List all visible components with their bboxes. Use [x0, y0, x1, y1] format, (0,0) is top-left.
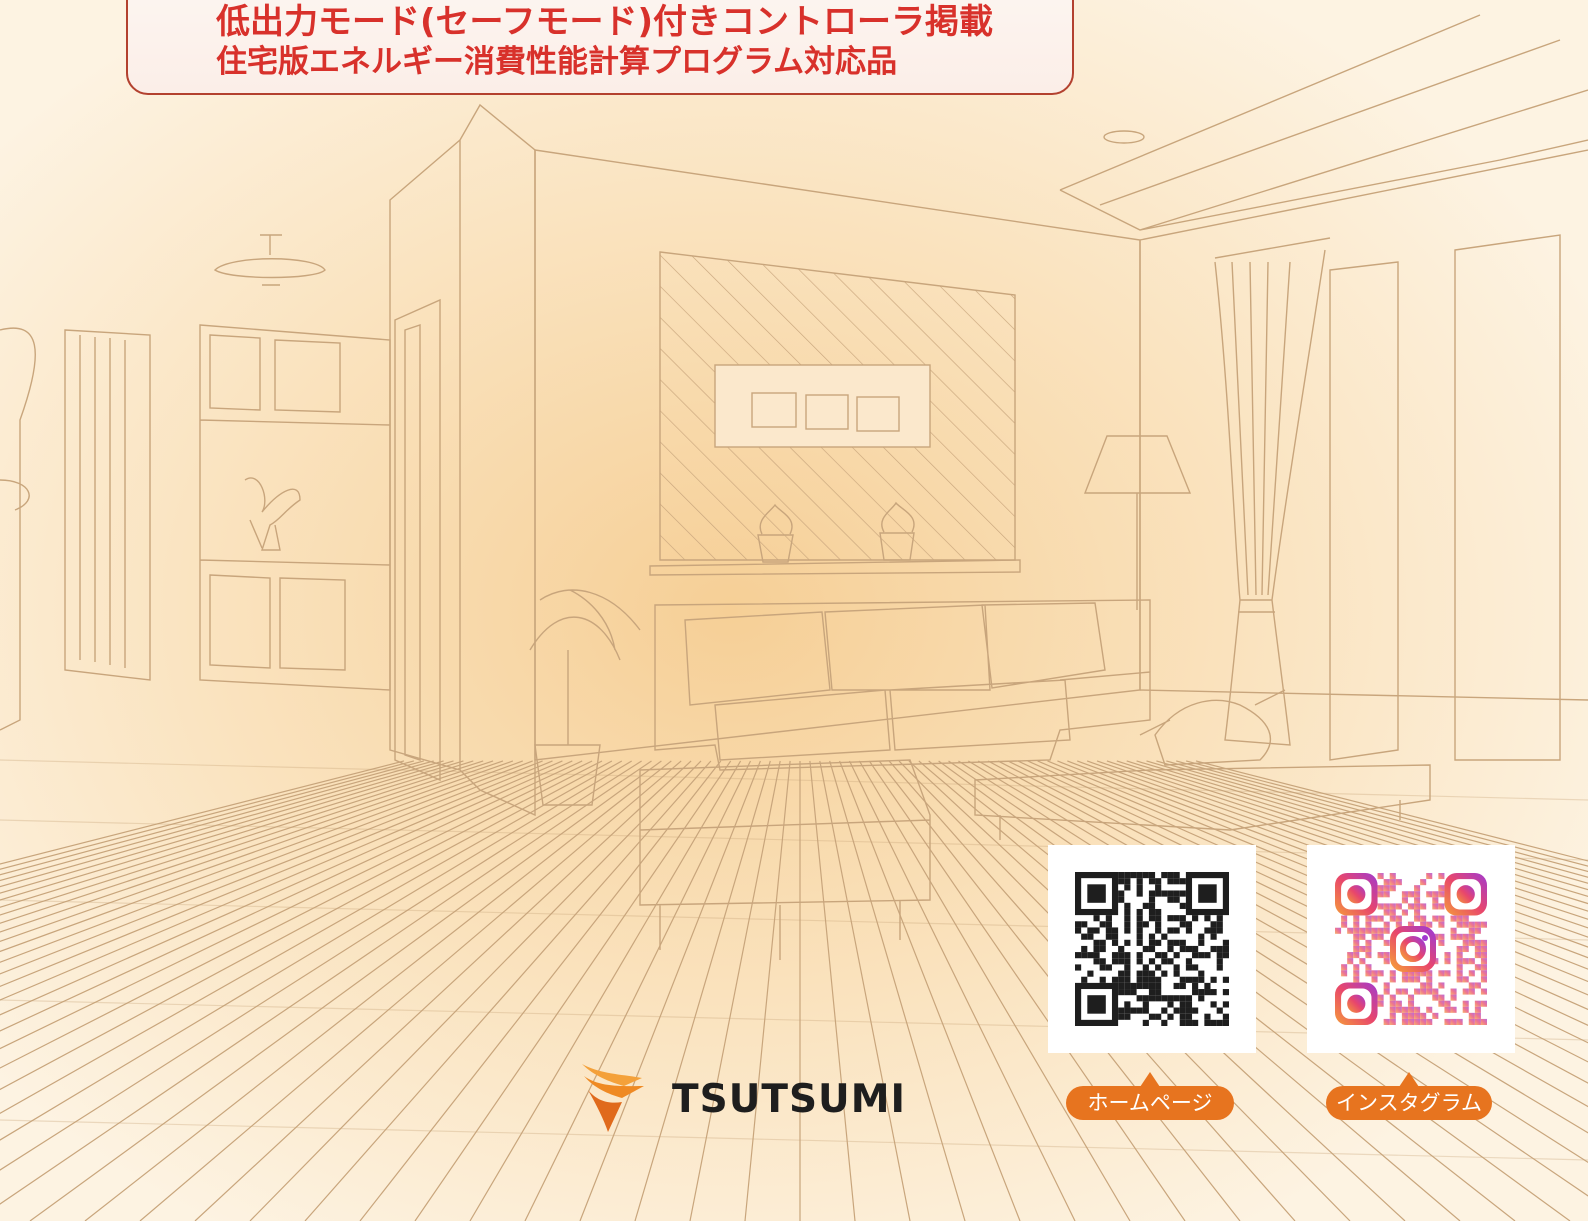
potted-plant — [529, 589, 641, 806]
tsutsumi-logo: TSUTSUMI — [580, 1064, 940, 1134]
curtain — [1214, 249, 1326, 746]
table-centerpiece — [1139, 689, 1286, 766]
ceiling-lamp — [213, 234, 326, 286]
product-feature-banner: 低出力モード(セーフモード)付きコントローラ掲載 住宅版エネルギー消費性能計算プ… — [126, 0, 1074, 95]
curtain-rod — [1214, 237, 1331, 259]
plant-pot-2 — [879, 501, 915, 561]
coffee-table — [974, 764, 1431, 840]
plant-left — [244, 477, 301, 551]
instagram-icon — [1390, 926, 1436, 972]
instagram-label[interactable]: インスタグラム — [1326, 1072, 1492, 1120]
wall-shelf — [649, 559, 1021, 576]
plant-pot-1 — [757, 503, 794, 563]
ceiling-molding — [1059, 14, 1588, 231]
homepage-qr-code[interactable] — [1048, 845, 1256, 1053]
logo-wordmark: TSUTSUMI — [672, 1077, 907, 1122]
wall-picture-frame — [714, 364, 931, 448]
floor-lamp — [1083, 435, 1192, 610]
sofa — [654, 599, 1151, 771]
sliding-door — [394, 298, 441, 782]
homepage-label[interactable]: ホームページ — [1066, 1072, 1234, 1120]
instagram-qr-icon — [1335, 873, 1487, 1025]
homepage-qr-icon — [1075, 872, 1229, 1026]
kitchen-counter — [0, 327, 36, 731]
kitchen-cabinet — [199, 324, 391, 691]
ottoman — [639, 759, 931, 960]
instagram-qr-code[interactable] — [1307, 845, 1515, 1053]
banner-subline: 住宅版エネルギー消費性能計算プログラム対応品 — [216, 44, 898, 80]
ceiling-downlight — [1103, 130, 1145, 144]
bookshelf — [64, 329, 151, 681]
flame-logo-icon — [582, 1064, 644, 1132]
banner-headline: 低出力モード(セーフモード)付きコントローラ掲載 — [216, 2, 994, 42]
window-frame — [1329, 234, 1561, 761]
